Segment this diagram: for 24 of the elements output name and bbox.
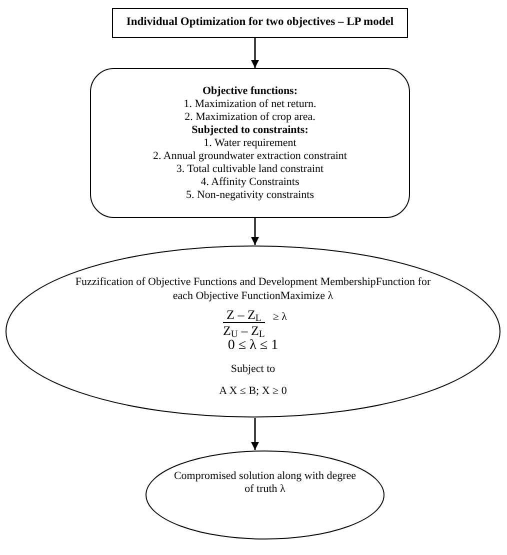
list-item-text: 1. Water requirement <box>204 136 296 150</box>
arrow <box>251 38 259 68</box>
heading-text: Objective functions: <box>202 84 298 98</box>
ellipse-node <box>5 245 501 418</box>
constraint-text: A X ≤ B; X ≥ 0 <box>219 384 287 398</box>
list-item-text: 2. Maximization of crop area. <box>184 110 316 124</box>
list-item-text: 2. Annual groundwater extraction constraint <box>153 150 347 162</box>
heading-text: Subjected to constraints: <box>192 124 308 136</box>
arrow <box>251 218 259 245</box>
inequality-text: ≥ λ <box>272 310 288 324</box>
list-item-text: 3. Total cultivable land constraint <box>176 162 324 176</box>
fraction-formula: Z – Z$_{L}$ Z$_{U}$ – Z$_{L}$ <box>222 307 266 338</box>
subject-to-text: Subject to <box>230 362 276 376</box>
rounded-box <box>90 68 410 218</box>
list-item-text: 1. Maximization of net return. <box>184 98 316 110</box>
list-item-text: Compromised solution along with degree of truth λ <box>172 470 358 496</box>
heading-text: Individual Optimization for two objectives – LP model <box>126 15 394 30</box>
list-item-text: 4. Affinity Constraints <box>200 176 300 188</box>
lambda-range: 0 ≤ λ ≤ 1 <box>228 338 278 354</box>
list-item-text: 5. Non-negativity constraints <box>186 188 314 202</box>
objective-text: Fuzzification of Objective Functions and Development MembershipFunction for each Objective FunctionMaximize λ <box>74 275 432 303</box>
arrow <box>251 418 259 450</box>
ellipse-node <box>145 450 385 540</box>
process-box <box>112 8 408 38</box>
